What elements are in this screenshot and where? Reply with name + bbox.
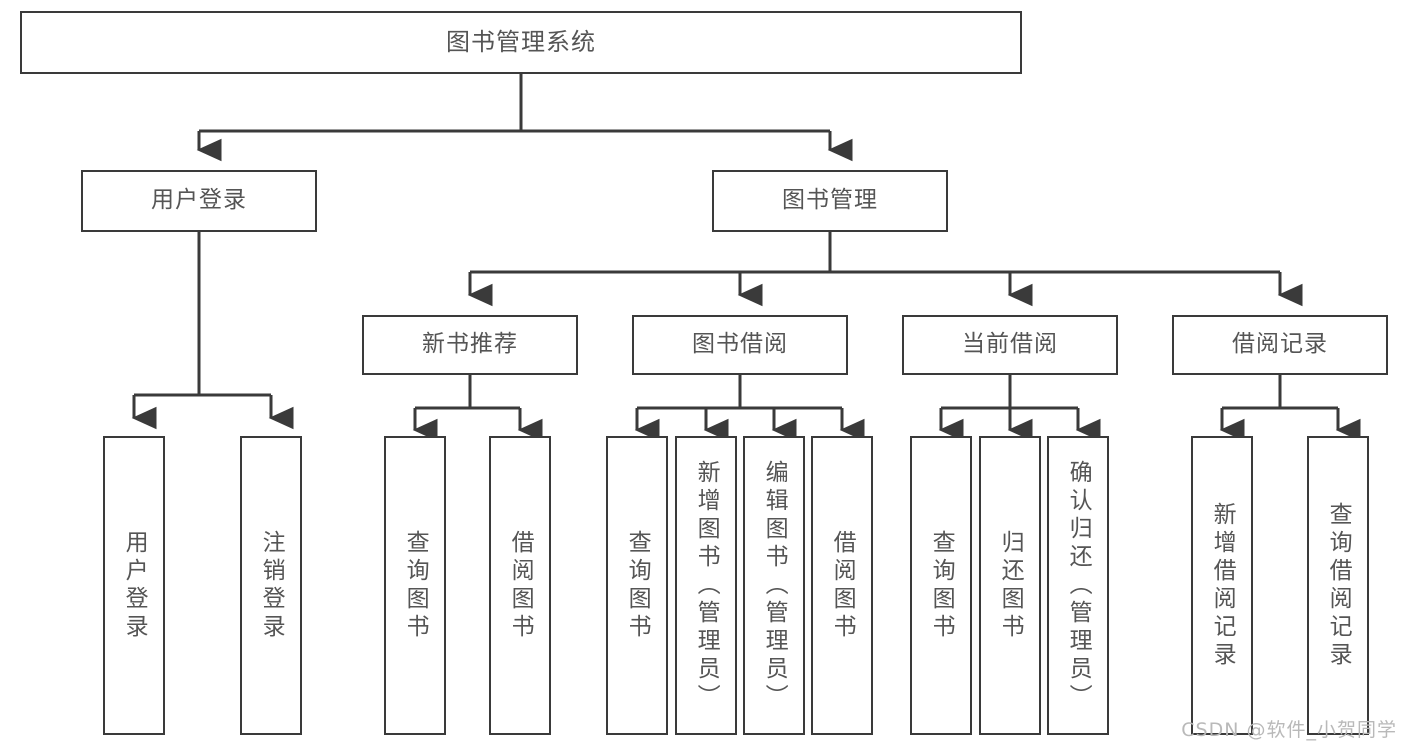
node-label: 借阅图书 [507,529,534,642]
node-label: 新增图书（管理员） [693,459,720,712]
node-current-borrow[interactable]: 当前借阅 [902,315,1118,375]
leaf-book-borrow-edit[interactable]: 编辑图书（管理员） [743,436,805,735]
node-new-book-recommend[interactable]: 新书推荐 [362,315,578,375]
node-label: 当前借阅 [962,331,1058,358]
node-user-login[interactable]: 用户登录 [81,170,317,232]
node-borrow-record[interactable]: 借阅记录 [1172,315,1388,375]
node-label: 图书管理系统 [446,28,596,57]
node-label: 图书管理 [782,187,878,214]
node-label: 用户登录 [121,529,148,642]
node-label: 注销登录 [258,529,285,642]
node-label: 借阅图书 [829,529,856,642]
leaf-new-book-borrow[interactable]: 借阅图书 [489,436,551,735]
leaf-borrow-record-query[interactable]: 查询借阅记录 [1307,436,1369,735]
leaf-book-borrow-borrow[interactable]: 借阅图书 [811,436,873,735]
node-book-management[interactable]: 图书管理 [712,170,948,232]
node-label: 查询图书 [402,529,429,642]
leaf-current-borrow-confirm-return[interactable]: 确认归还（管理员） [1047,436,1109,735]
node-label: 编辑图书（管理员） [761,459,788,712]
leaf-book-borrow-query[interactable]: 查询图书 [606,436,668,735]
node-root-system[interactable]: 图书管理系统 [20,11,1022,74]
watermark-text: CSDN @软件_小贺同学 [1181,719,1397,741]
leaf-current-borrow-return[interactable]: 归还图书 [979,436,1041,735]
node-label: 新书推荐 [422,331,518,358]
leaf-new-book-query[interactable]: 查询图书 [384,436,446,735]
leaf-user-login-login[interactable]: 用户登录 [103,436,165,735]
leaf-current-borrow-query[interactable]: 查询图书 [910,436,972,735]
node-label: 归还图书 [997,529,1024,642]
node-book-borrow[interactable]: 图书借阅 [632,315,848,375]
leaf-borrow-record-add[interactable]: 新增借阅记录 [1191,436,1253,735]
node-label: 查询图书 [624,529,651,642]
node-label: 查询借阅记录 [1325,501,1352,670]
node-label: 借阅记录 [1232,331,1328,358]
leaf-user-login-logout[interactable]: 注销登录 [240,436,302,735]
node-label: 查询图书 [928,529,955,642]
node-label: 确认归还（管理员） [1065,459,1092,712]
node-label: 用户登录 [151,187,247,214]
node-label: 图书借阅 [692,331,788,358]
node-label: 新增借阅记录 [1209,501,1236,670]
leaf-book-borrow-add[interactable]: 新增图书（管理员） [675,436,737,735]
